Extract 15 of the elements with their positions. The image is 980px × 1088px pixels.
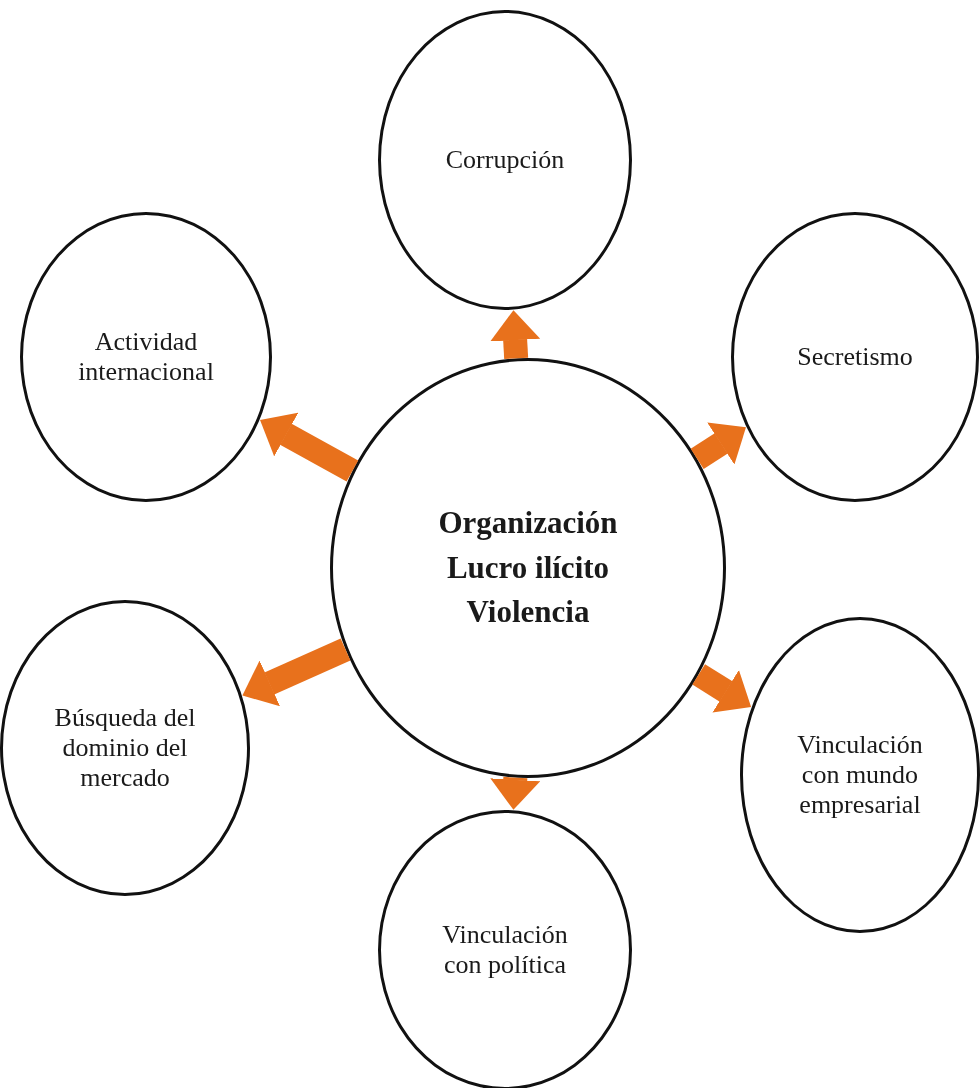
block-arrow bbox=[260, 412, 359, 482]
block-arrow bbox=[690, 422, 746, 469]
block-arrow bbox=[692, 664, 752, 713]
block-arrow bbox=[242, 638, 351, 707]
node-label: Violencia bbox=[466, 593, 590, 632]
node-label: Lucro ilícito bbox=[446, 548, 610, 587]
node-label: Actividad internacional bbox=[77, 327, 215, 387]
node-label: Vinculación con mundo empresarial bbox=[796, 730, 924, 820]
node-label: Corrupción bbox=[445, 145, 565, 175]
block-arrow bbox=[490, 776, 541, 810]
node-label: Secretismo bbox=[797, 342, 913, 372]
node-label: Organización bbox=[438, 503, 618, 542]
node-label: Vinculación con política bbox=[441, 920, 569, 980]
node-label: Búsqueda del dominio del mercado bbox=[53, 703, 197, 793]
block-arrow bbox=[490, 310, 541, 360]
